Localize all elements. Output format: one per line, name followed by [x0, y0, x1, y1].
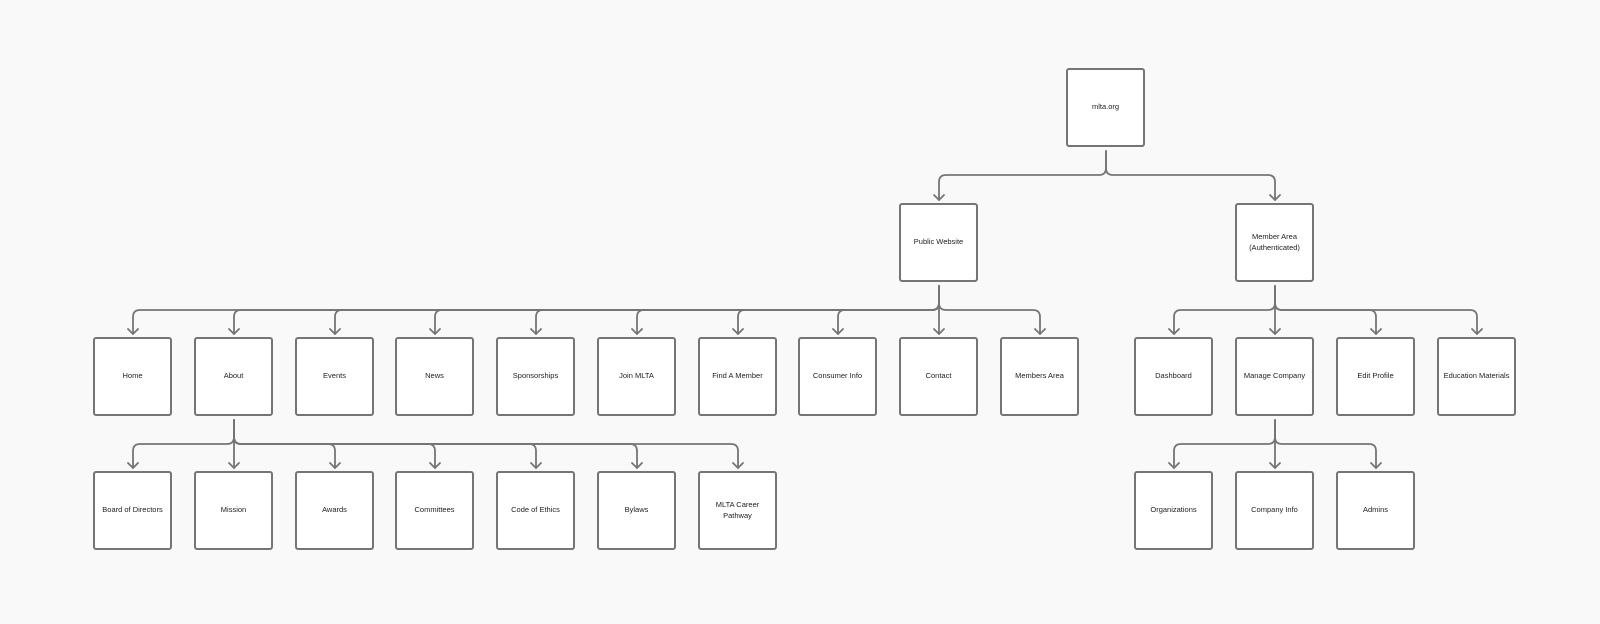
- node-committees[interactable]: Committees: [395, 471, 474, 550]
- about-connector: [233, 419, 739, 469]
- member-arrowhead: [1471, 328, 1483, 335]
- node-company-info[interactable]: Company Info: [1235, 471, 1314, 550]
- node-label: mlta.org: [1091, 102, 1120, 112]
- node-label: Edit Profile: [1357, 371, 1394, 381]
- node-contact[interactable]: Contact: [899, 337, 978, 416]
- root-arrowhead: [933, 194, 945, 201]
- node-label: Public Website: [913, 237, 964, 247]
- node-mission[interactable]: Mission: [194, 471, 273, 550]
- node-code-of-ethics[interactable]: Code of Ethics: [496, 471, 575, 550]
- node-board-of-directors[interactable]: Board of Directors: [93, 471, 172, 550]
- node-label: Members Area: [1015, 371, 1064, 381]
- node-admins[interactable]: Admins: [1336, 471, 1415, 550]
- public-arrowhead: [1034, 328, 1046, 335]
- node-label: Admins: [1362, 505, 1388, 515]
- node-mlta-career-pathway[interactable]: MLTA Career Pathway: [698, 471, 777, 550]
- node-label: Events: [323, 371, 346, 381]
- public-arrowhead: [530, 328, 542, 335]
- node-label: News: [425, 371, 444, 381]
- node-label: Board of Directors: [102, 505, 163, 515]
- node-find-a-member[interactable]: Find A Member: [698, 337, 777, 416]
- root-connector: [938, 150, 1107, 201]
- node-label: Contact: [925, 371, 952, 381]
- node-home[interactable]: Home: [93, 337, 172, 416]
- member-arrowhead: [1168, 328, 1180, 335]
- node-public-website[interactable]: Public Website: [899, 203, 978, 282]
- node-label: Education Materials: [1443, 371, 1510, 381]
- node-label: Code of Ethics: [511, 505, 560, 515]
- public-connector: [938, 285, 1041, 335]
- node-label: Awards: [322, 505, 347, 515]
- public-arrowhead: [732, 328, 744, 335]
- node-label: Consumer Info: [812, 371, 863, 381]
- node-dashboard[interactable]: Dashboard: [1134, 337, 1213, 416]
- public-arrowhead: [933, 328, 945, 335]
- public-arrowhead: [832, 328, 844, 335]
- node-label: About: [223, 371, 244, 381]
- node-education-materials[interactable]: Education Materials: [1437, 337, 1516, 416]
- node-label: Join MLTA: [619, 371, 654, 381]
- node-news[interactable]: News: [395, 337, 474, 416]
- node-about[interactable]: About: [194, 337, 273, 416]
- member-connector: [1274, 285, 1478, 335]
- node-label: Manage Company: [1243, 371, 1306, 381]
- node-label: Organizations: [1150, 505, 1197, 515]
- root-arrowhead: [1269, 194, 1281, 201]
- node-manage-company[interactable]: Manage Company: [1235, 337, 1314, 416]
- public-arrowhead: [429, 328, 441, 335]
- root-connector: [1105, 150, 1276, 201]
- node-join-mlta[interactable]: Join MLTA: [597, 337, 676, 416]
- node-sponsorships[interactable]: Sponsorships: [496, 337, 575, 416]
- node-label: Dashboard: [1155, 371, 1192, 381]
- manage-company-connector: [1274, 419, 1377, 469]
- public-arrowhead: [329, 328, 341, 335]
- node-organizations[interactable]: Organizations: [1134, 471, 1213, 550]
- node-edit-profile[interactable]: Edit Profile: [1336, 337, 1415, 416]
- node-label: Bylaws: [624, 505, 649, 515]
- node-label: Company Info: [1251, 505, 1298, 515]
- public-arrowhead: [228, 328, 240, 335]
- node-label: Member Area (Authenticated): [1249, 232, 1300, 252]
- about-arrowhead: [429, 462, 441, 469]
- node-awards[interactable]: Awards: [295, 471, 374, 550]
- member-arrowhead: [1370, 328, 1382, 335]
- node-label: MLTA Career Pathway: [715, 500, 760, 520]
- node-bylaws[interactable]: Bylaws: [597, 471, 676, 550]
- about-arrowhead: [329, 462, 341, 469]
- node-member-area[interactable]: Member Area (Authenticated): [1235, 203, 1314, 282]
- public-arrowhead: [631, 328, 643, 335]
- node-label: Home: [122, 371, 143, 381]
- about-arrowhead: [127, 462, 139, 469]
- manage-company-arrowhead: [1370, 462, 1382, 469]
- manage-company-arrowhead: [1269, 462, 1281, 469]
- about-arrowhead: [732, 462, 744, 469]
- member-connector: [1173, 285, 1276, 335]
- public-connector: [837, 285, 940, 335]
- about-arrowhead: [228, 462, 240, 469]
- node-label: Mission: [220, 505, 247, 515]
- member-arrowhead: [1269, 328, 1281, 335]
- node-events[interactable]: Events: [295, 337, 374, 416]
- about-arrowhead: [530, 462, 542, 469]
- node-label: Sponsorships: [512, 371, 559, 381]
- manage-company-connector: [1173, 419, 1276, 469]
- node-consumer-info[interactable]: Consumer Info: [798, 337, 877, 416]
- manage-company-arrowhead: [1168, 462, 1180, 469]
- public-arrowhead: [127, 328, 139, 335]
- node-label: Committees: [414, 505, 455, 515]
- about-connector: [132, 419, 235, 469]
- node-label: Find A Member: [712, 371, 763, 381]
- node-mlta-org[interactable]: mlta.org: [1066, 68, 1145, 147]
- node-members-area[interactable]: Members Area: [1000, 337, 1079, 416]
- about-arrowhead: [631, 462, 643, 469]
